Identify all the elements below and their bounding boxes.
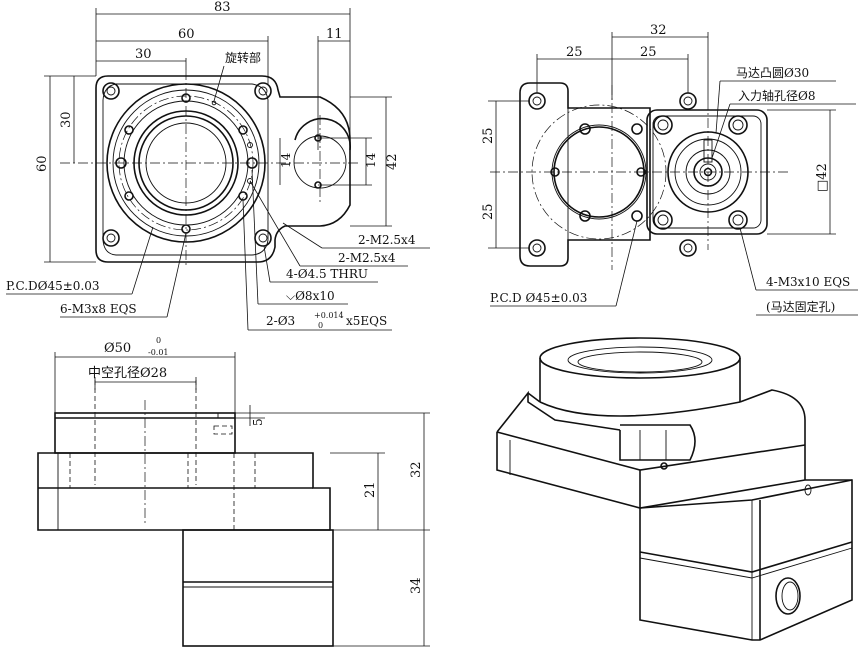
dim-motor: 34 (409, 577, 424, 594)
rotating-part-label: 旋转部 (225, 50, 261, 65)
callout-pcd-right: P.C.D Ø45±0.03 (490, 291, 587, 305)
dim-upper: 25 (481, 127, 496, 144)
dim-total: 32 (409, 461, 424, 478)
corner-hole (102, 229, 120, 247)
dim-lug-width: 11 (326, 27, 343, 42)
dim-lug-height: 42 (385, 153, 400, 170)
isometric-view (496, 337, 853, 641)
dim-slot-outer: 14 (364, 152, 378, 168)
dim-height: 60 (35, 155, 50, 172)
dim-overall-width: 83 (214, 0, 231, 15)
dim-flange-tol-lower: -0.01 (148, 348, 169, 357)
callout-m25-b: 2-M2.5x4 (338, 251, 396, 265)
dim-half-height: 30 (59, 111, 74, 128)
dim-span: 32 (650, 23, 667, 38)
callout-dowel-prefix: 2-Ø3 (266, 314, 295, 328)
corner-hole (254, 82, 272, 100)
dim-flange-dia: Ø50 (104, 341, 131, 356)
callout-counterbore: ⌵Ø8x10 (286, 289, 335, 303)
callout-pcd: P.C.DØ45±0.03 (6, 279, 100, 293)
dim-hollow-bore: 中空孔径Ø28 (88, 366, 167, 381)
top-view: 83 60 30 11 旋转部 60 30 42 14 14 P.C.DØ45±… (6, 0, 430, 331)
corner-hole (102, 82, 120, 100)
callout-thru-holes: 4-Ø4.5 THRU (286, 267, 368, 281)
dim-body-width: 60 (178, 27, 195, 42)
dim-lower: 25 (481, 203, 496, 220)
corner-hole (254, 229, 272, 247)
callout-m25-a: 2-M2.5x4 (358, 233, 416, 247)
dim-housing: 21 (363, 481, 378, 498)
dim-step: 5 (251, 418, 265, 426)
callout-motor-holes: 4-M3x10 EQS (766, 275, 850, 289)
dim-left-half: 25 (566, 45, 583, 60)
dim-square: □42 (815, 163, 830, 192)
dim-right-half: 25 (640, 45, 657, 60)
callout-dowel-tol-lower: 0 (318, 321, 323, 330)
right-view: 32 25 25 25 25 □42 马达凸圆Ø30 入力轴孔径Ø8 P.C.D… (481, 23, 858, 316)
callout-dowel-suffix: x5EQS (346, 314, 387, 328)
dim-flange-tol-upper: 0 (156, 336, 161, 345)
callout-tapped-holes: 6-M3x8 EQS (60, 302, 137, 316)
callout-motor-boss: 马达凸圆Ø30 (736, 66, 809, 80)
callout-motor-holes-note: (马达固定孔) (766, 299, 835, 314)
side-view: Ø50 0 -0.01 中空孔径Ø28 5 21 32 34 (37, 336, 430, 647)
callout-dowel-tol-upper: +0.014 (314, 311, 344, 320)
dim-slot-inner: 14 (279, 152, 293, 168)
callout-input-shaft: 入力轴孔径Ø8 (738, 88, 815, 103)
dim-half-width: 30 (135, 47, 152, 62)
